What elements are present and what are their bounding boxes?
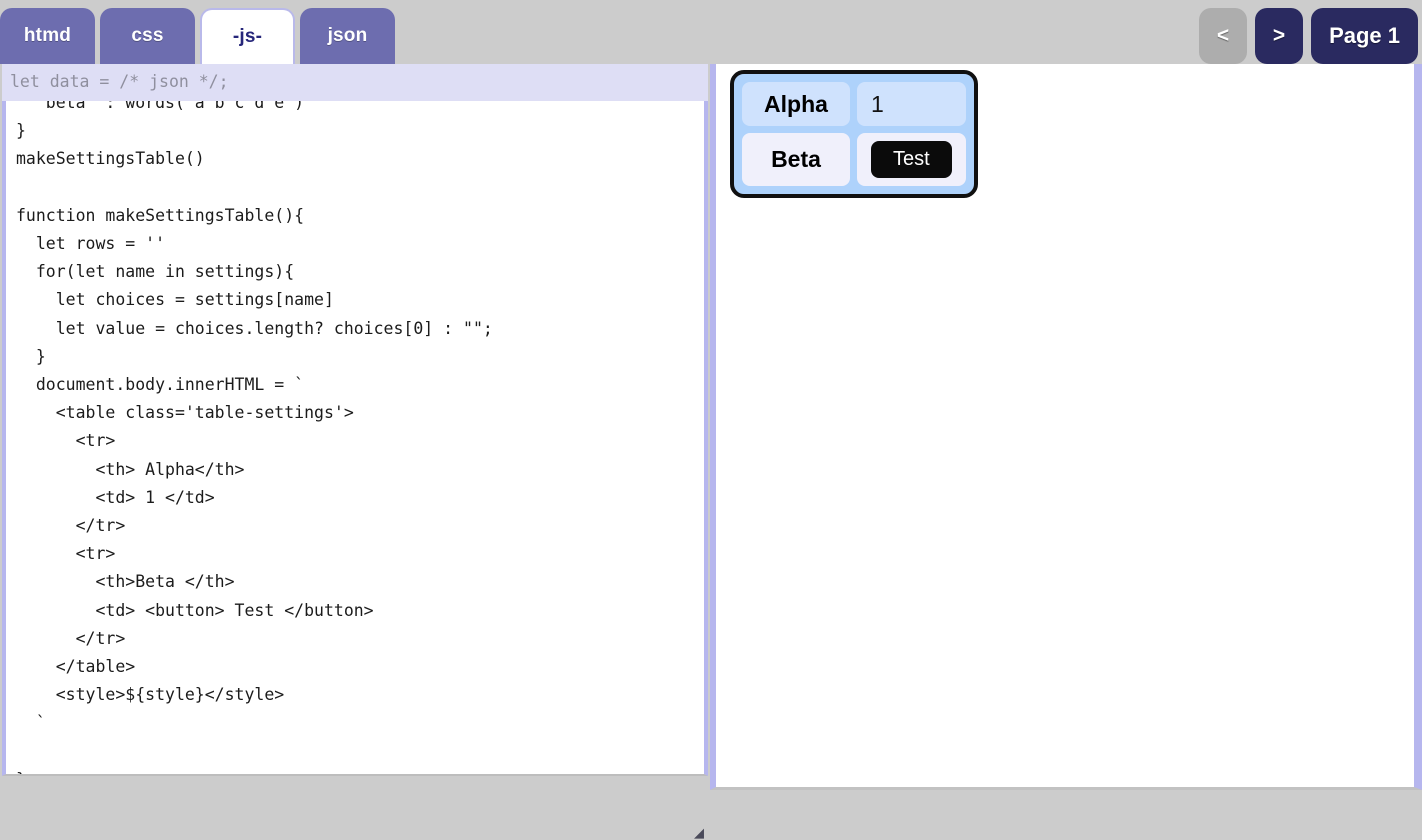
table-row: Beta Test <box>742 133 966 186</box>
page-indicator-button[interactable]: Page 1 <box>1311 8 1418 64</box>
next-page-button[interactable]: > <box>1255 8 1304 64</box>
tab-js[interactable]: -js- <box>200 8 295 64</box>
settings-table: Alpha 1 Beta Test <box>730 70 978 198</box>
tab-css[interactable]: css <box>100 8 195 64</box>
test-button[interactable]: Test <box>871 141 952 178</box>
setting-name-alpha: Alpha <box>742 82 850 126</box>
setting-value-alpha: 1 <box>857 82 966 126</box>
json-data-input[interactable] <box>2 64 708 101</box>
setting-value-beta: Test <box>857 133 966 186</box>
tab-json[interactable]: json <box>300 8 395 64</box>
top-toolbar: htmd css -js- json < > Page 1 <box>0 0 1422 64</box>
page-navigation: < > Page 1 <box>1199 8 1418 64</box>
editor-pane: ◢ ◢ <box>0 64 710 839</box>
setting-name-beta: Beta <box>742 133 850 186</box>
preview-pane: Alpha 1 Beta Test <box>710 64 1422 790</box>
tab-htmd[interactable]: htmd <box>0 8 95 64</box>
table-row: Alpha 1 <box>742 82 966 126</box>
code-editor-wrapper <box>2 101 708 776</box>
js-code-editor[interactable] <box>6 101 704 774</box>
code-editor-resize-handle[interactable]: ◢ <box>694 825 704 840</box>
editor-tabstrip: htmd css -js- json <box>0 8 395 64</box>
prev-page-button[interactable]: < <box>1199 8 1248 64</box>
